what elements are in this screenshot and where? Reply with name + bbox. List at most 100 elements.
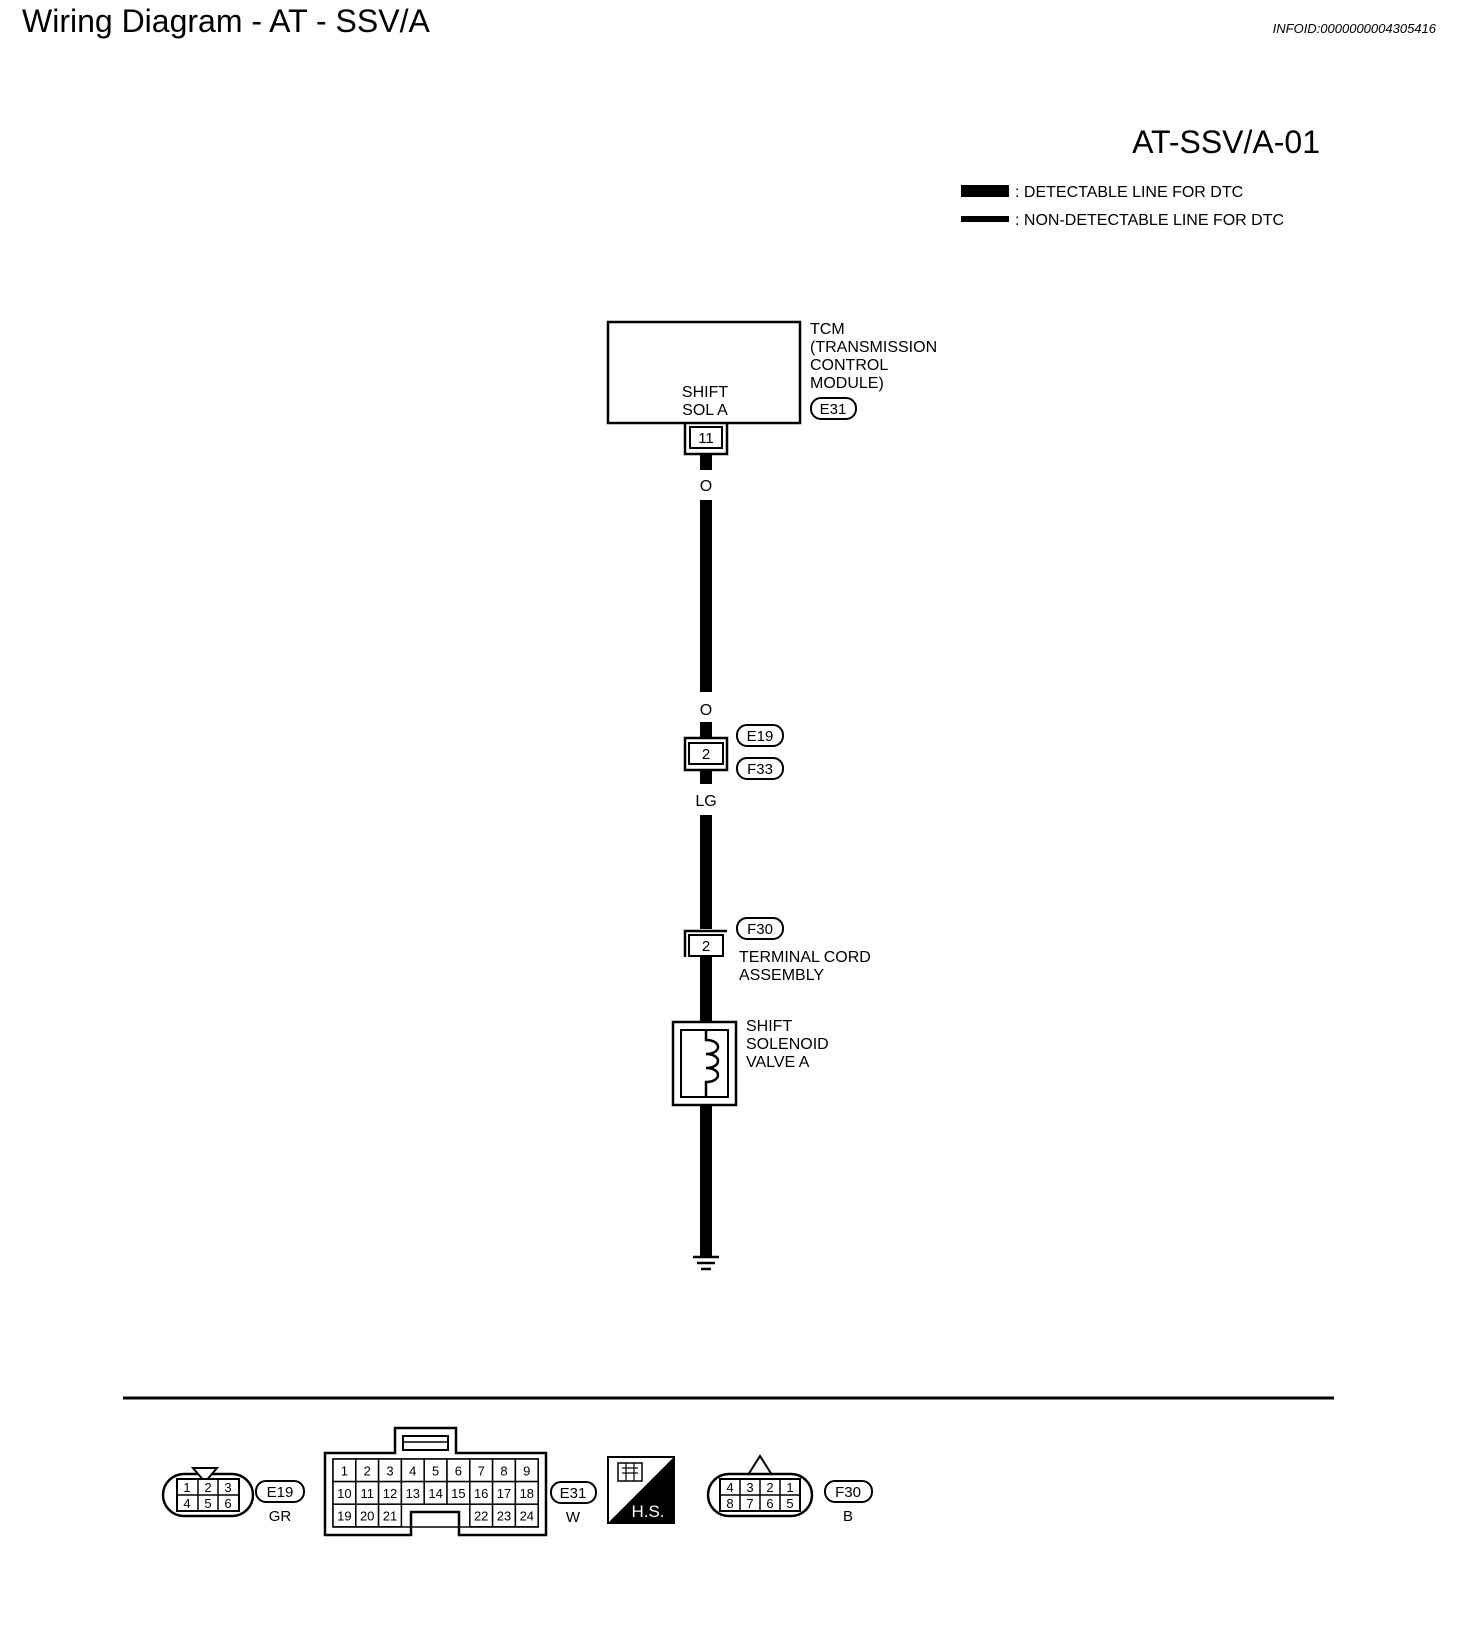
e31-pin-cell — [377, 1503, 403, 1528]
e31-pin: 14 — [428, 1486, 442, 1501]
terminal-cord-bracket — [683, 929, 727, 957]
wire-to-solenoid — [700, 957, 712, 1023]
e19-pin: 5 — [204, 1496, 211, 1511]
e31-pin: 3 — [386, 1463, 393, 1478]
e19-pin: 1 — [183, 1480, 190, 1495]
tcm-name-line4: MODULE) — [810, 375, 884, 392]
e31-pin: 7 — [478, 1463, 485, 1478]
f30-pin: 6 — [766, 1496, 773, 1511]
e31-pin: 9 — [523, 1463, 530, 1478]
tcm-connector-label: E31 — [820, 401, 847, 418]
legend-detectable-swatch — [961, 185, 1009, 197]
junction-pin-box — [688, 742, 724, 765]
connector-harness-icon — [617, 1462, 643, 1482]
e31-pin: 24 — [520, 1509, 534, 1524]
e31-pin: 11 — [360, 1486, 374, 1501]
tcm-terminal-label-line2: SOL A — [682, 402, 728, 419]
f30-connector-view: 4 3 2 1 8 7 6 5 — [706, 1454, 814, 1518]
e19-pin: 4 — [183, 1496, 190, 1511]
e31-pin: 12 — [383, 1486, 397, 1501]
wire-color-lg: LG — [695, 793, 716, 810]
e31-pin: 8 — [500, 1463, 507, 1478]
page-title: Wiring Diagram - AT - SSV/A — [22, 3, 430, 39]
f30-pin: 4 — [726, 1480, 733, 1495]
e31-pin: 4 — [409, 1463, 416, 1478]
e31-pin: 19 — [337, 1509, 351, 1524]
wire-detectable-lg — [700, 815, 712, 929]
e31-pin: 2 — [364, 1463, 371, 1478]
e19-view-badge — [255, 1480, 305, 1503]
tcm-terminal-label-line1: SHIFT — [682, 384, 728, 401]
tcm-name-line1: TCM — [810, 321, 845, 338]
tcm-pin-number: 11 — [698, 430, 714, 447]
e31-pin: 15 — [451, 1486, 465, 1501]
e31-pin: 10 — [337, 1486, 351, 1501]
terminal-cord-label-line1: TERMINAL CORD — [739, 949, 871, 966]
f30-pin: 5 — [786, 1496, 793, 1511]
junction-pin-number: 2 — [702, 746, 710, 763]
e19-view-id: E19 — [267, 1484, 294, 1501]
tcm-connector-badge — [810, 397, 857, 420]
f30-label: F30 — [747, 921, 773, 938]
tcm-name-line2: (TRANSMISSION — [810, 339, 937, 356]
solenoid-label-line2: SOLENOID — [746, 1036, 829, 1053]
e31-pin-cell — [514, 1503, 539, 1528]
e19-pin: 6 — [224, 1496, 231, 1511]
legend-detectable-label: : DETECTABLE LINE FOR DTC — [1015, 184, 1243, 201]
e31-pin: 21 — [383, 1509, 397, 1524]
f30-view-color: B — [843, 1508, 853, 1525]
f30-view-badge — [824, 1480, 873, 1503]
f30-pin: 1 — [786, 1480, 793, 1495]
f30-pin: 2 — [766, 1480, 773, 1495]
tcm-box — [606, 320, 802, 425]
tcm-pin-box — [689, 426, 723, 449]
wire-to-ground — [700, 1105, 712, 1257]
info-id: INFOID:0000000004305416 — [1273, 21, 1437, 36]
f33-badge — [736, 757, 784, 780]
wire-stub-mid — [700, 722, 712, 738]
e31-pin: 17 — [497, 1486, 511, 1501]
solenoid-label-line1: SHIFT — [746, 1018, 792, 1035]
f33-label: F33 — [747, 761, 773, 778]
e31-pin: 16 — [474, 1486, 488, 1501]
e31-pin: 18 — [520, 1486, 534, 1501]
e31-view-color: W — [566, 1509, 581, 1526]
f30-pin: 3 — [746, 1480, 753, 1495]
e19-badge — [736, 724, 784, 747]
solenoid-coil-icon — [704, 1030, 720, 1097]
wire-color-o-top: O — [700, 478, 712, 495]
wire-color-o-bottom: O — [700, 702, 712, 719]
f30-badge — [736, 917, 784, 940]
e19-pin: 2 — [204, 1480, 211, 1495]
solenoid-inner-box — [680, 1029, 729, 1098]
e31-view-id: E31 — [560, 1485, 587, 1502]
tcm-name-line3: CONTROL — [810, 357, 888, 374]
e19-pin: 3 — [224, 1480, 231, 1495]
f30-pin: 8 — [726, 1496, 733, 1511]
legend-non-detectable-label: : NON-DETECTABLE LINE FOR DTC — [1015, 212, 1284, 229]
junction-bracket — [683, 736, 729, 763]
e31-pin: 22 — [474, 1509, 488, 1524]
f30-pin: 7 — [746, 1496, 753, 1511]
wire-stub-junction — [700, 770, 712, 784]
terminal-cord-pin-box — [688, 934, 724, 957]
e31-view-badge — [550, 1481, 597, 1504]
terminal-cord-pin-number: 2 — [702, 938, 710, 955]
terminal-cord-label-line2: ASSEMBLY — [739, 967, 824, 984]
wire-detectable-o — [700, 500, 712, 692]
e31-pin: 6 — [455, 1463, 462, 1478]
hs-label: H.S. — [631, 1502, 664, 1521]
f30-view-id: F30 — [835, 1484, 861, 1501]
e31-pin: 13 — [406, 1486, 420, 1501]
ground-icon — [693, 1255, 719, 1271]
diagram-id: AT-SSV/A-01 — [1132, 124, 1320, 160]
e19-view-color: GR — [269, 1508, 292, 1525]
wire-stub-top — [700, 454, 712, 470]
hs-badge: H.S. — [607, 1456, 675, 1524]
e31-pin: 5 — [432, 1463, 439, 1478]
solenoid-label-line3: VALVE A — [746, 1054, 810, 1071]
e19-label: E19 — [747, 728, 774, 745]
e31-pin: 23 — [497, 1509, 511, 1524]
